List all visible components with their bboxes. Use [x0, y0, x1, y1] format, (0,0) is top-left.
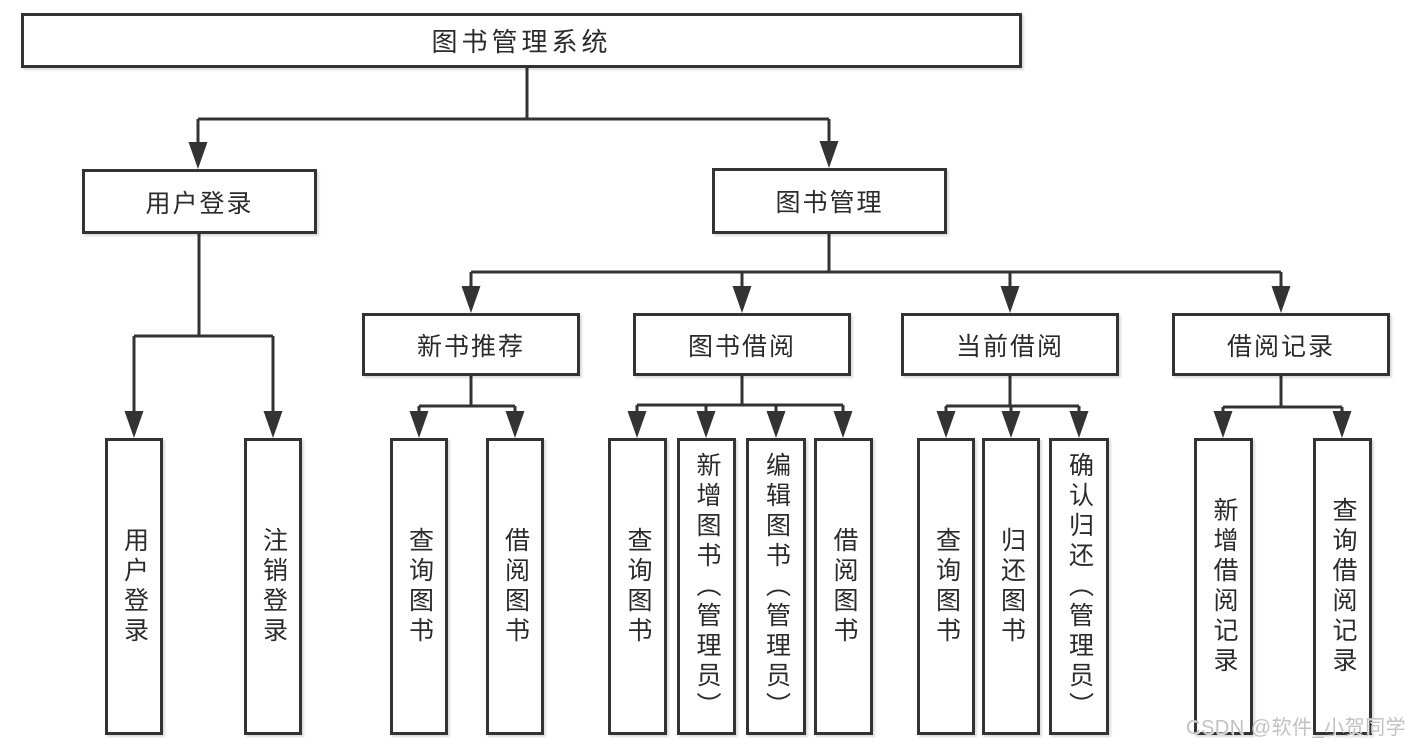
leaf-borrow-books-2: 借阅图书 — [814, 438, 873, 735]
node-current-borrow: 当前借阅 — [901, 313, 1119, 376]
leaf-logout: 注销登录 — [244, 438, 302, 735]
leaf-edit-book-admin: 编辑图书（管理员） — [746, 438, 806, 735]
node-root: 图书管理系统 — [21, 13, 1022, 68]
leaf-query-borrow-record: 查询借阅记录 — [1313, 438, 1372, 735]
leaf-confirm-return-admin: 确认归还（管理员） — [1049, 438, 1109, 735]
leaf-add-borrow-record: 新增借阅记录 — [1194, 438, 1253, 735]
node-book-borrow: 图书借阅 — [633, 313, 851, 376]
node-new-book-recommend: 新书推荐 — [362, 313, 580, 376]
leaf-query-books-3: 查询图书 — [917, 438, 975, 735]
arrowheads — [124, 141, 1352, 438]
leaf-borrow-books-1: 借阅图书 — [486, 438, 544, 735]
leaf-add-book-admin: 新增图书（管理员） — [677, 438, 736, 735]
node-borrow-records: 借阅记录 — [1172, 313, 1390, 376]
node-user-login: 用户登录 — [82, 169, 317, 234]
leaf-query-books-2: 查询图书 — [608, 438, 667, 735]
watermark-text: CSDN @软件_小贺同学 — [1186, 717, 1405, 739]
leaf-user-login: 用户登录 — [105, 438, 163, 735]
node-book-management: 图书管理 — [712, 168, 947, 234]
leaf-return-book: 归还图书 — [982, 438, 1040, 735]
leaf-query-books-1: 查询图书 — [390, 438, 448, 735]
